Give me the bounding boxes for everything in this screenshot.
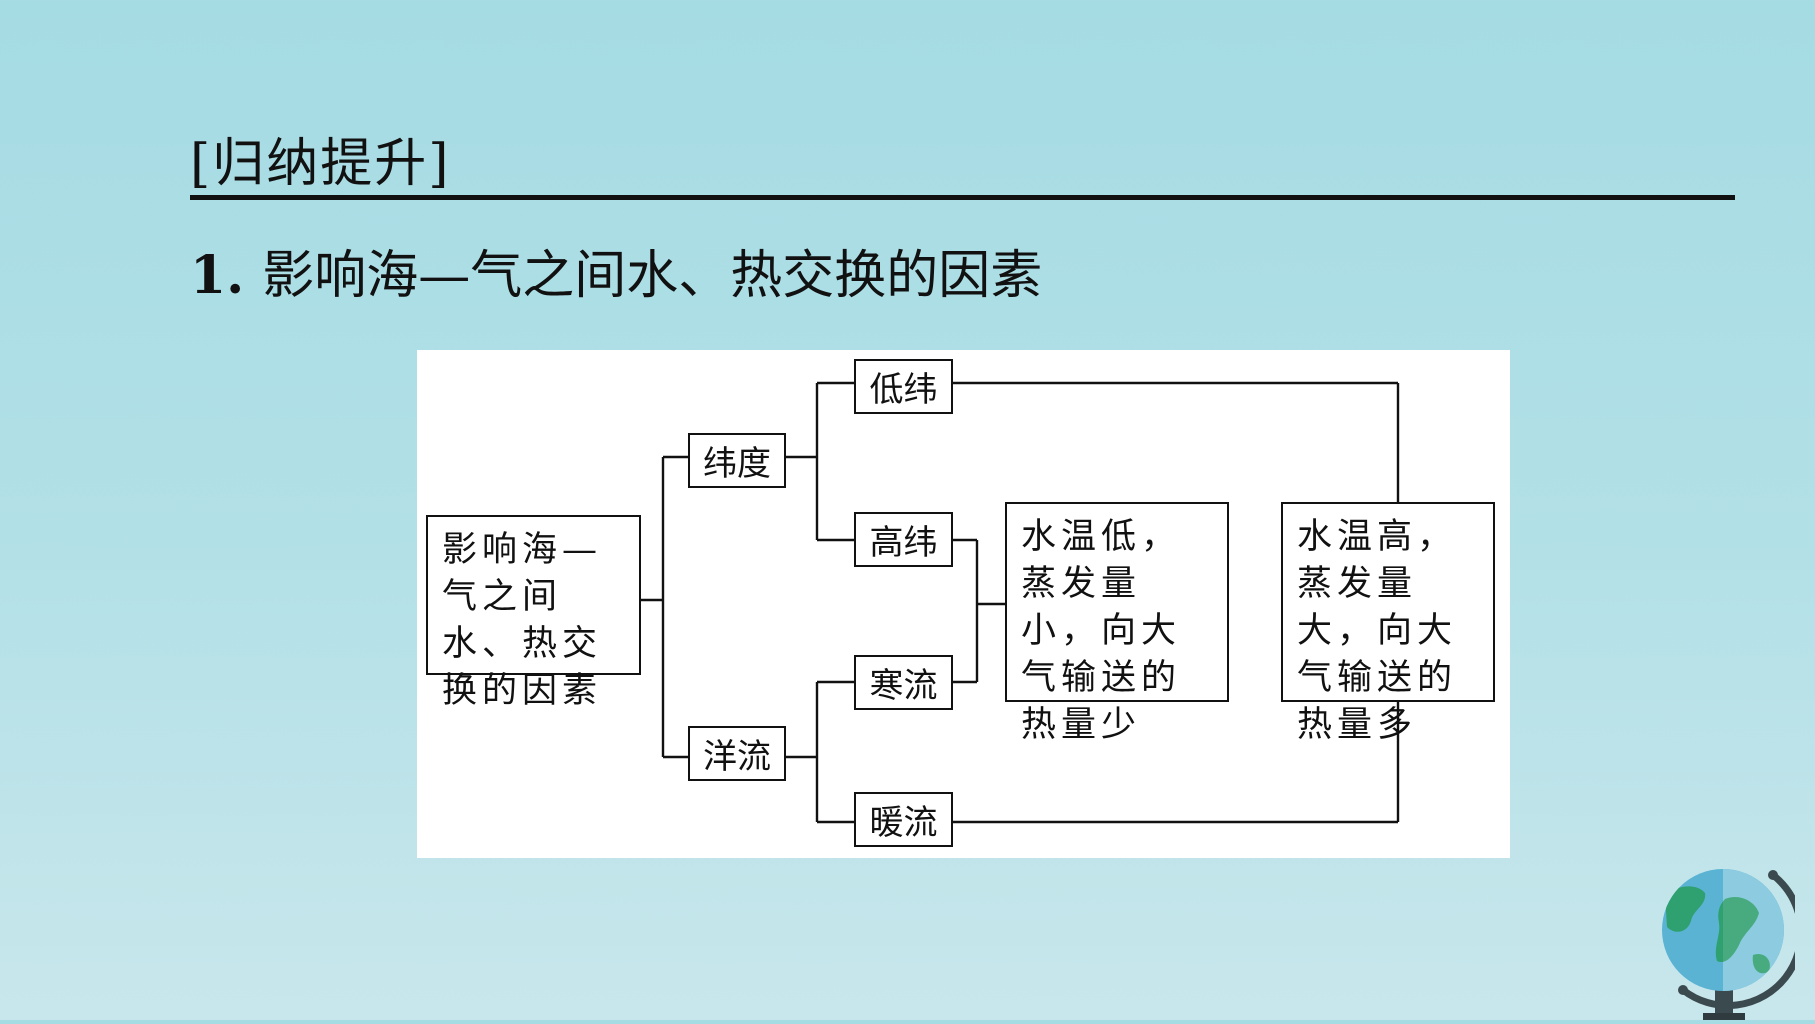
result-high-node: 水温高，蒸发量大，向大气输送的热量多 — [1281, 502, 1495, 745]
warm-current-node: 暖流 — [854, 792, 953, 847]
factor-diagram: 影响海—气之间水、热交换的因素 纬度 洋流 低纬 高纬 寒流 暖流 水温低，蒸发… — [417, 350, 1510, 858]
heading-divider — [190, 195, 1735, 200]
ocean-current-node: 洋流 — [688, 726, 786, 781]
item-number: 1. — [190, 245, 245, 306]
item-title-text: 影响海—气之间水、热交换的因素 — [262, 246, 1043, 306]
globe-icon — [1655, 855, 1805, 1020]
latitude-node: 纬度 — [688, 433, 786, 488]
cold-current-node: 寒流 — [854, 655, 953, 710]
root-node: 影响海—气之间水、热交换的因素 — [426, 515, 641, 711]
result-low-node: 水温低，蒸发量小，向大气输送的热量少 — [1005, 502, 1229, 745]
high-latitude-node: 高纬 — [854, 512, 953, 567]
item-title: 1.影响海—气之间水、热交换的因素 — [190, 250, 1042, 303]
low-latitude-node: 低纬 — [854, 359, 953, 414]
section-heading: [归纳提升] — [190, 134, 451, 194]
connector-lines — [641, 381, 1400, 824]
